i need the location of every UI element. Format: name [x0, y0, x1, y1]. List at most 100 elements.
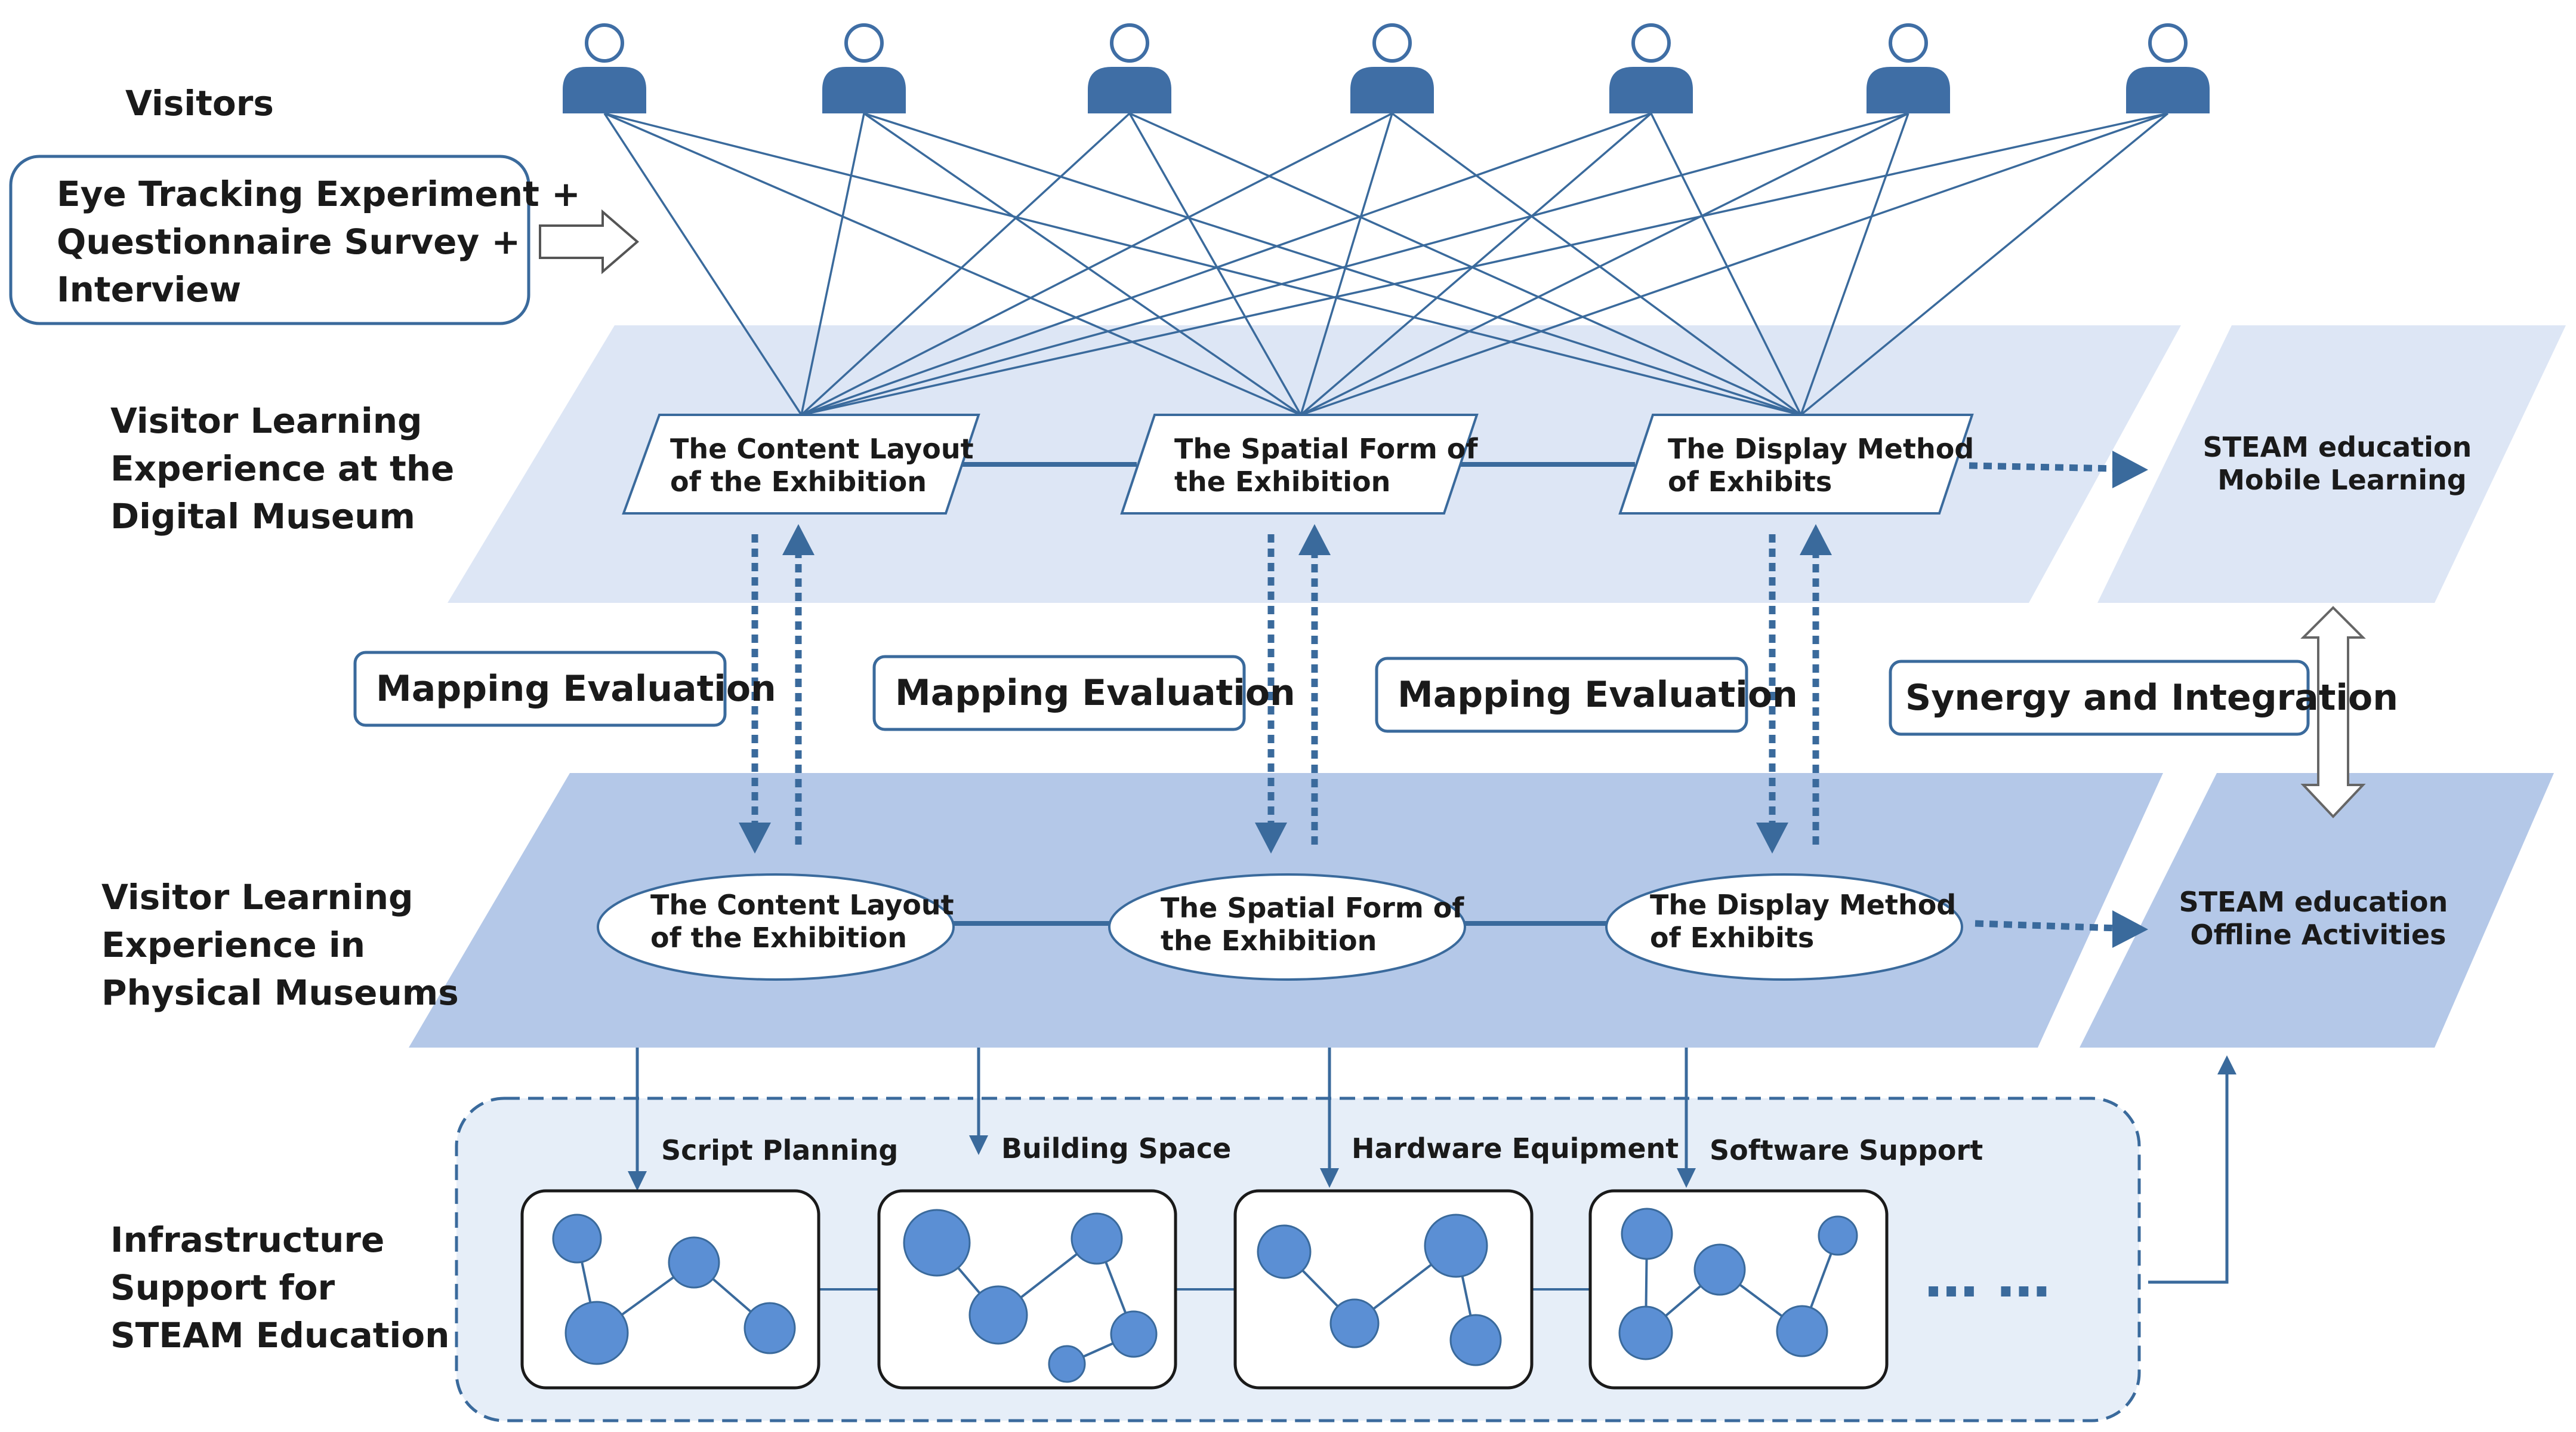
infra-item-script-planning: Script Planning	[661, 1134, 898, 1166]
infrastructure-label: Infrastructure Support for STEAM Educati…	[110, 1219, 449, 1356]
person-icon	[2126, 23, 2210, 113]
network-node	[1449, 1314, 1502, 1366]
visitor-line	[1800, 112, 2169, 416]
arrow-infra-to-offline	[2148, 1068, 2229, 1284]
methods-text: Eye Tracking Experiment + Questionnaire …	[57, 174, 593, 310]
physical-box-display-method-text: The Display Method of Exhibits	[1650, 889, 1966, 954]
visitor-line	[604, 112, 1301, 416]
synergy-double-arrow-icon	[2300, 606, 2366, 818]
network-node	[1618, 1305, 1673, 1360]
network-node	[1048, 1345, 1086, 1383]
arrowhead	[1677, 1168, 1696, 1188]
visitors-label: Visitors	[125, 83, 274, 124]
network-hardware	[1257, 1214, 1502, 1366]
arrowhead	[1756, 823, 1788, 854]
visitor-line	[800, 112, 1131, 416]
digital-box-content-layout-text: The Content Layout of the Exhibition	[670, 433, 983, 498]
mapping-evaluation-text-3: Mapping Evaluation	[1397, 674, 1798, 716]
network-script-planning	[552, 1214, 796, 1365]
person-icon	[1350, 23, 1434, 113]
arrowhead	[1320, 1168, 1339, 1188]
digital-box-display-method-text: The Display Method of Exhibits	[1668, 433, 1983, 498]
network-node	[744, 1302, 796, 1354]
visitor-line	[863, 112, 1301, 416]
digital-layer-label: Visitor Learning Experience at the Digit…	[110, 401, 467, 537]
physical-box-spatial-form	[1108, 873, 1466, 981]
arrowhead	[782, 524, 815, 555]
visitor-connection-lines	[603, 112, 2169, 416]
person-icon	[1088, 23, 1171, 113]
visitor-line	[801, 112, 1909, 416]
visitor-line	[1300, 113, 1393, 415]
methods-arrow-icon	[539, 209, 640, 275]
network-node	[1329, 1298, 1380, 1348]
visitor-line	[1391, 112, 1802, 416]
visitor-line	[1300, 112, 1909, 416]
person-icon	[822, 23, 906, 113]
arrow-to-steam-mobile	[1969, 462, 2116, 472]
visitor-line	[1300, 112, 1652, 416]
network-node	[903, 1209, 971, 1277]
digital-box-spatial-form	[1120, 414, 1479, 515]
network-node	[564, 1301, 629, 1365]
arrowhead	[1298, 524, 1331, 555]
visitor-line	[1128, 113, 1302, 415]
arrowhead	[739, 823, 771, 854]
synergy-box	[1889, 660, 2310, 736]
person-icon	[1867, 23, 1950, 113]
physical-layer-label: Visitor Learning Experience in Physical …	[101, 877, 459, 1013]
network-node	[1257, 1224, 1312, 1279]
network-node	[968, 1285, 1028, 1345]
arrowhead	[1800, 524, 1832, 555]
arrowhead	[2112, 451, 2148, 488]
visitor-line	[801, 112, 1393, 416]
network-node	[668, 1236, 720, 1289]
visitor-line	[1650, 113, 1802, 415]
steam-mobile-text: STEAM education Mobile Learning	[2203, 431, 2482, 496]
infra-item-building-space: Building Space	[1001, 1132, 1231, 1165]
digital-box-content-layout	[622, 414, 980, 515]
steam-offline-text: STEAM education Offline Activities	[2179, 886, 2458, 951]
network-node	[1818, 1215, 1858, 1256]
network-node	[1110, 1310, 1158, 1358]
network-software	[1618, 1208, 1858, 1360]
physical-box-display-method	[1605, 873, 1963, 981]
network-node	[1424, 1214, 1488, 1278]
network-node	[552, 1214, 602, 1264]
visitor-line	[604, 112, 1801, 416]
arrowhead	[2217, 1055, 2236, 1074]
visitor-line	[603, 113, 803, 415]
person-icon	[1609, 23, 1693, 113]
person-icon	[563, 23, 646, 113]
visitors-group	[563, 23, 2210, 113]
visitor-line	[863, 112, 1801, 416]
steam-mobile-plane	[2097, 325, 2566, 603]
network-building-space	[903, 1209, 1158, 1383]
visitor-line	[1800, 113, 1909, 415]
arrowhead	[1255, 823, 1287, 854]
physical-box-content-layout-text: The Content Layout of the Exhibition	[650, 889, 964, 954]
network-node	[1693, 1243, 1746, 1296]
arrowhead	[2112, 910, 2148, 948]
network-graphs	[552, 1208, 1858, 1383]
network-node	[1776, 1305, 1828, 1357]
visitor-line	[801, 112, 2168, 416]
mapping-evaluation-box-2	[872, 655, 1246, 731]
arrowhead	[969, 1135, 988, 1155]
mapping-evaluation-text-1: Mapping Evaluation	[376, 668, 776, 710]
physical-box-content-layout	[597, 873, 955, 981]
synergy-text: Synergy and Integration	[1905, 677, 2398, 719]
digital-box-spatial-form-text: The Spatial Form of the Exhibition	[1174, 433, 1487, 498]
mapping-evaluation-box-3	[1375, 657, 1748, 733]
arrow-to-steam-offline	[1975, 920, 2119, 932]
physical-box-spatial-form-text: The Spatial Form of the Exhibition	[1161, 892, 1473, 957]
mapping-evaluation-text-2: Mapping Evaluation	[895, 672, 1295, 714]
digital-box-display-method	[1618, 414, 1974, 515]
arrowhead	[628, 1171, 647, 1191]
more-ellipsis: … …	[1924, 1247, 2050, 1310]
infra-item-software: Software Support	[1710, 1134, 1983, 1166]
visitor-line	[801, 112, 1652, 416]
infra-item-hardware: Hardware Equipment	[1352, 1132, 1679, 1165]
visitor-line	[800, 113, 865, 415]
